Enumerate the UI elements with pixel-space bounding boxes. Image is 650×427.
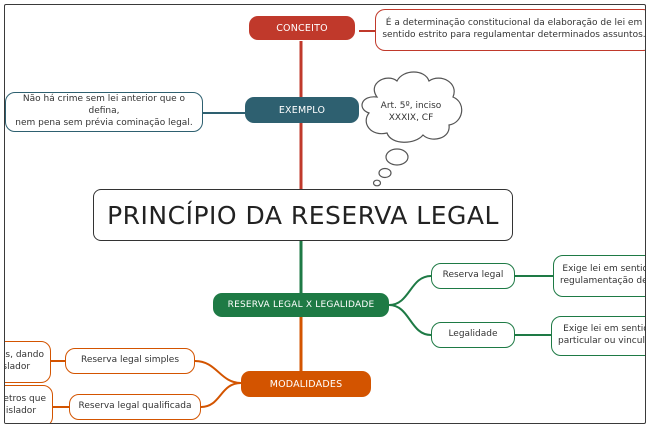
reserva-legal-simples-label: Reserva legal simples bbox=[80, 355, 180, 366]
thought-cloud-shape bbox=[361, 71, 463, 187]
exemplo-description: Não há crime sem lei anterior que o defi… bbox=[5, 92, 203, 132]
reserva-legal-qualificada-label: Reserva legal qualificada bbox=[78, 401, 192, 412]
qualificada-desc-line-1: metros que bbox=[4, 394, 46, 405]
legalidade-desc-line-1: Exige lei em sentid bbox=[563, 324, 646, 335]
link-reserva-legal bbox=[388, 275, 432, 306]
conceito-description: É a determinação constitucional da elabo… bbox=[375, 9, 646, 51]
conceito-label: CONCEITO bbox=[276, 22, 328, 34]
simples-desc-line-1: os, dando bbox=[4, 350, 44, 361]
modalidades-label: MODALIDADES bbox=[269, 378, 343, 390]
simples-desc-line-2: islador bbox=[5, 362, 31, 372]
reserva-legal-description: Exige lei em sentido regulamentação de d bbox=[553, 255, 646, 297]
legalidade-node: Legalidade bbox=[431, 322, 515, 348]
reserva-legal-desc-line-1: Exige lei em sentido bbox=[562, 264, 646, 275]
link-legalidade bbox=[388, 304, 432, 336]
link-reserva-simples bbox=[194, 360, 242, 384]
qualificada-desc-line-2: egislador bbox=[5, 406, 37, 416]
exemplo-line-1: Não há crime sem lei anterior que o defi… bbox=[22, 94, 186, 117]
link-reserva-qualificada bbox=[200, 382, 242, 408]
reserva-x-legalidade-label: RESERVA LEGAL X LEGALIDADE bbox=[227, 300, 375, 310]
exemplo-cloud-text: Art. 5º, inciso XXXIX, CF bbox=[371, 101, 451, 124]
legalidade-description: Exige lei em sentid particular ou vincul… bbox=[551, 316, 646, 356]
legalidade-label: Legalidade bbox=[448, 329, 498, 340]
reserva-legal-simples-description: os, dando islador bbox=[4, 341, 51, 383]
reserva-legal-simples-node: Reserva legal simples bbox=[65, 348, 195, 374]
reserva-legal-label: Reserva legal bbox=[442, 270, 504, 281]
reserva-legal-node: Reserva legal bbox=[431, 263, 515, 289]
conceito-line-1: É a determinação constitucional da elabo… bbox=[385, 18, 643, 29]
reserva-legal-qualificada-node: Reserva legal qualificada bbox=[69, 394, 201, 420]
reserva-legal-qualificada-description: metros que egislador bbox=[4, 385, 53, 423]
exemplo-node: EXEMPLO bbox=[245, 97, 359, 123]
cloud-line-1: Art. 5º, inciso bbox=[380, 101, 442, 111]
reserva-x-legalidade-node: RESERVA LEGAL X LEGALIDADE bbox=[213, 293, 389, 317]
page-title: PRINCÍPIO DA RESERVA LEGAL bbox=[107, 200, 499, 230]
modalidades-node: MODALIDADES bbox=[241, 371, 371, 397]
conceito-line-2: sentido estrito para regulamentar determ… bbox=[382, 30, 646, 40]
exemplo-label: EXEMPLO bbox=[278, 104, 326, 116]
connector-lines bbox=[51, 30, 553, 408]
legalidade-desc-line-2: particular ou vincular bbox=[558, 336, 646, 346]
cloud-line-2: XXXIX, CF bbox=[388, 112, 434, 123]
reserva-legal-desc-line-2: regulamentação de d bbox=[560, 276, 645, 286]
exemplo-line-2: nem pena sem prévia cominação legal. bbox=[15, 117, 193, 128]
main-topic: PRINCÍPIO DA RESERVA LEGAL bbox=[93, 189, 513, 241]
mind-map-frame: CONCEITO É a determinação constitucional… bbox=[4, 4, 646, 424]
conceito-node: CONCEITO bbox=[249, 16, 355, 40]
